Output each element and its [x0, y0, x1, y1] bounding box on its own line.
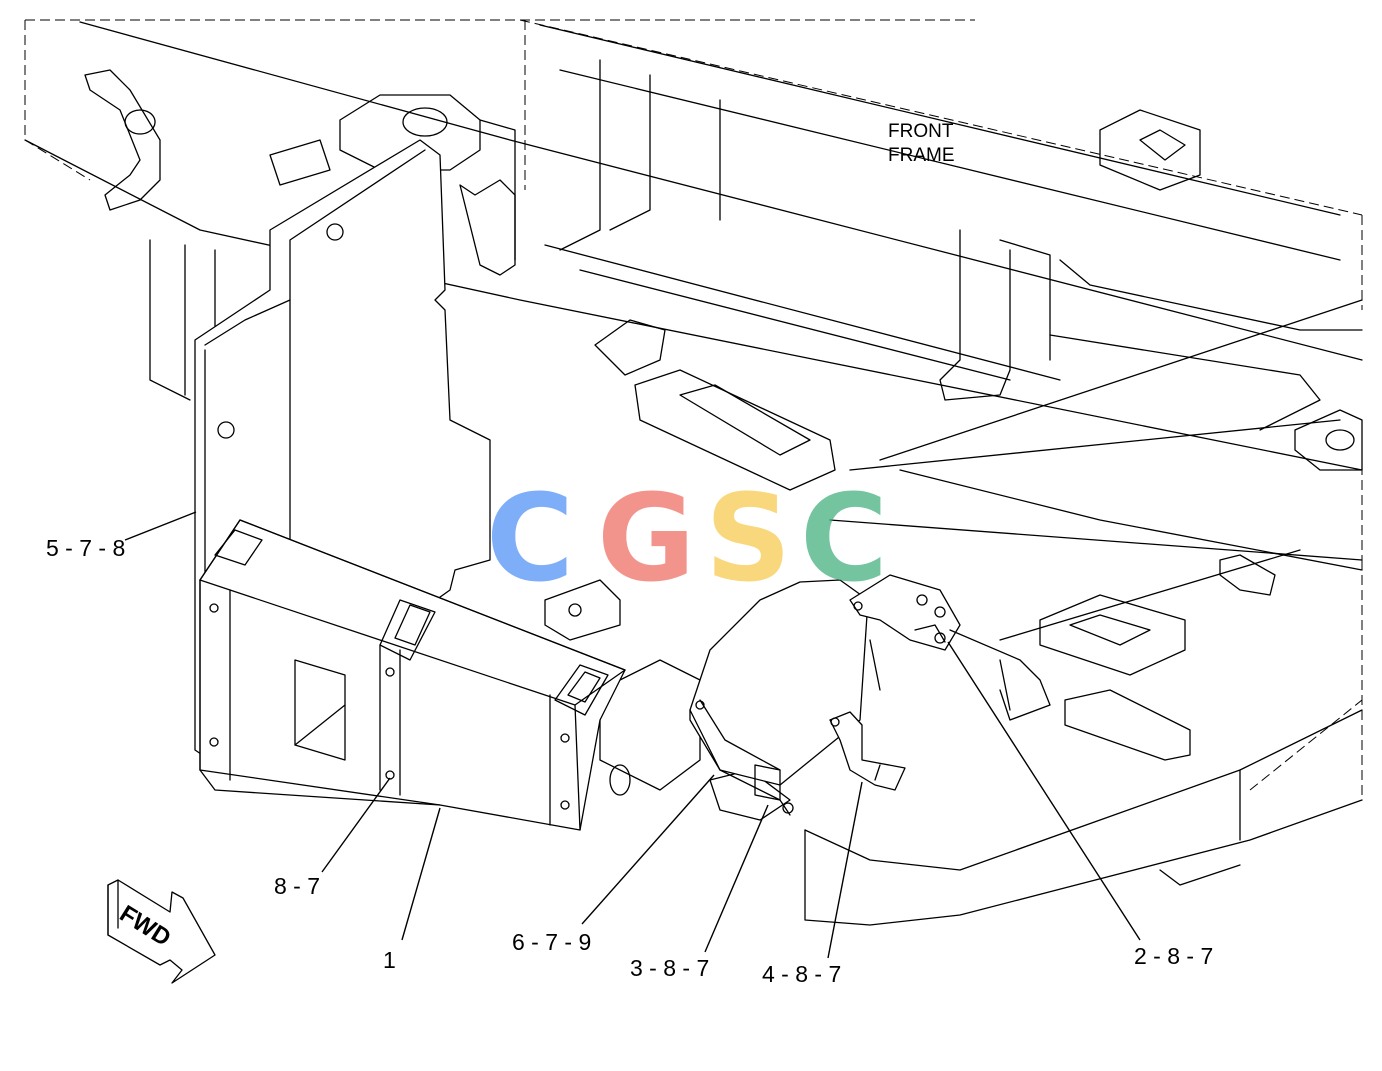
leader-8-7: [321, 777, 391, 873]
leader-2-8-7: [947, 641, 1141, 941]
callout-5-7-8: 5 - 7 - 8: [46, 535, 125, 561]
leader-lines: [124, 511, 1141, 959]
leader-3-8-7: [704, 804, 769, 953]
watermark-letter-3: S: [705, 470, 791, 609]
callout-2-8-7: 2 - 8 - 7: [1134, 943, 1213, 969]
part-bracket-4: [829, 711, 906, 791]
watermark-letter-1: C: [486, 470, 574, 609]
leader-1: [401, 807, 441, 941]
part-bracket-2: [849, 574, 1051, 721]
forward-arrow-icon: FWD: [107, 879, 216, 984]
callout-6-7-9: 6 - 7 - 9: [512, 929, 591, 955]
leader-4-8-7: [827, 781, 863, 959]
part-guard-1: [199, 519, 626, 831]
watermark-letter-4: C: [800, 470, 888, 609]
front-frame-label-line2: FRAME: [888, 145, 955, 166]
leader-5-7-8: [124, 511, 197, 541]
front-frame: [24, 19, 1363, 926]
callout-8-7: 8 - 7: [274, 873, 320, 899]
callout-4-8-7: 4 - 8 - 7: [762, 961, 841, 987]
leader-6-7-9: [581, 774, 715, 925]
watermark-letter-2: G: [597, 470, 696, 609]
callout-3-8-7: 3 - 8 - 7: [630, 955, 709, 981]
watermark: C G S C: [486, 470, 888, 609]
callout-1: 1: [383, 947, 396, 973]
front-frame-label-line1: FRONT: [888, 121, 954, 142]
part-guard-6: [689, 579, 869, 816]
